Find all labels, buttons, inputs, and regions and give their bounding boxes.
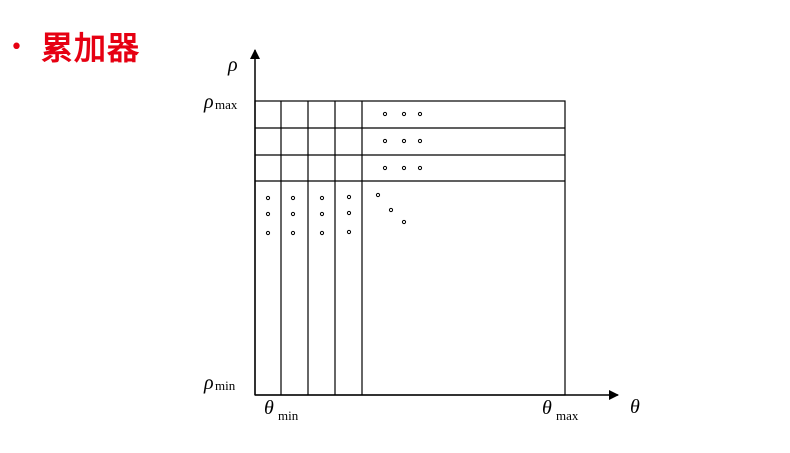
rho-max-subscript: max — [215, 97, 238, 112]
theta-min-subscript: min — [278, 408, 299, 423]
diagonal-ellipsis-dots — [375, 192, 407, 225]
accumulator-outline — [254, 100, 566, 396]
theta-max-subscript: max — [556, 408, 579, 423]
bullet-item: • 累加器 — [10, 32, 140, 64]
x-axis-label: θ — [630, 396, 640, 418]
row-ellipsis-dots — [382, 111, 423, 171]
theta-max-symbol: θ — [542, 397, 552, 419]
y-axis-label: ρ — [227, 54, 238, 76]
rho-max-symbol: ρ — [203, 91, 214, 113]
rho-min-symbol: ρ — [203, 372, 214, 394]
slide-heading: 累加器 — [40, 29, 140, 67]
column-ellipsis-dots — [265, 194, 352, 236]
bullet-icon: • — [10, 35, 23, 60]
theta-min-symbol: θ — [264, 397, 274, 419]
rho-min-subscript: min — [215, 378, 236, 393]
